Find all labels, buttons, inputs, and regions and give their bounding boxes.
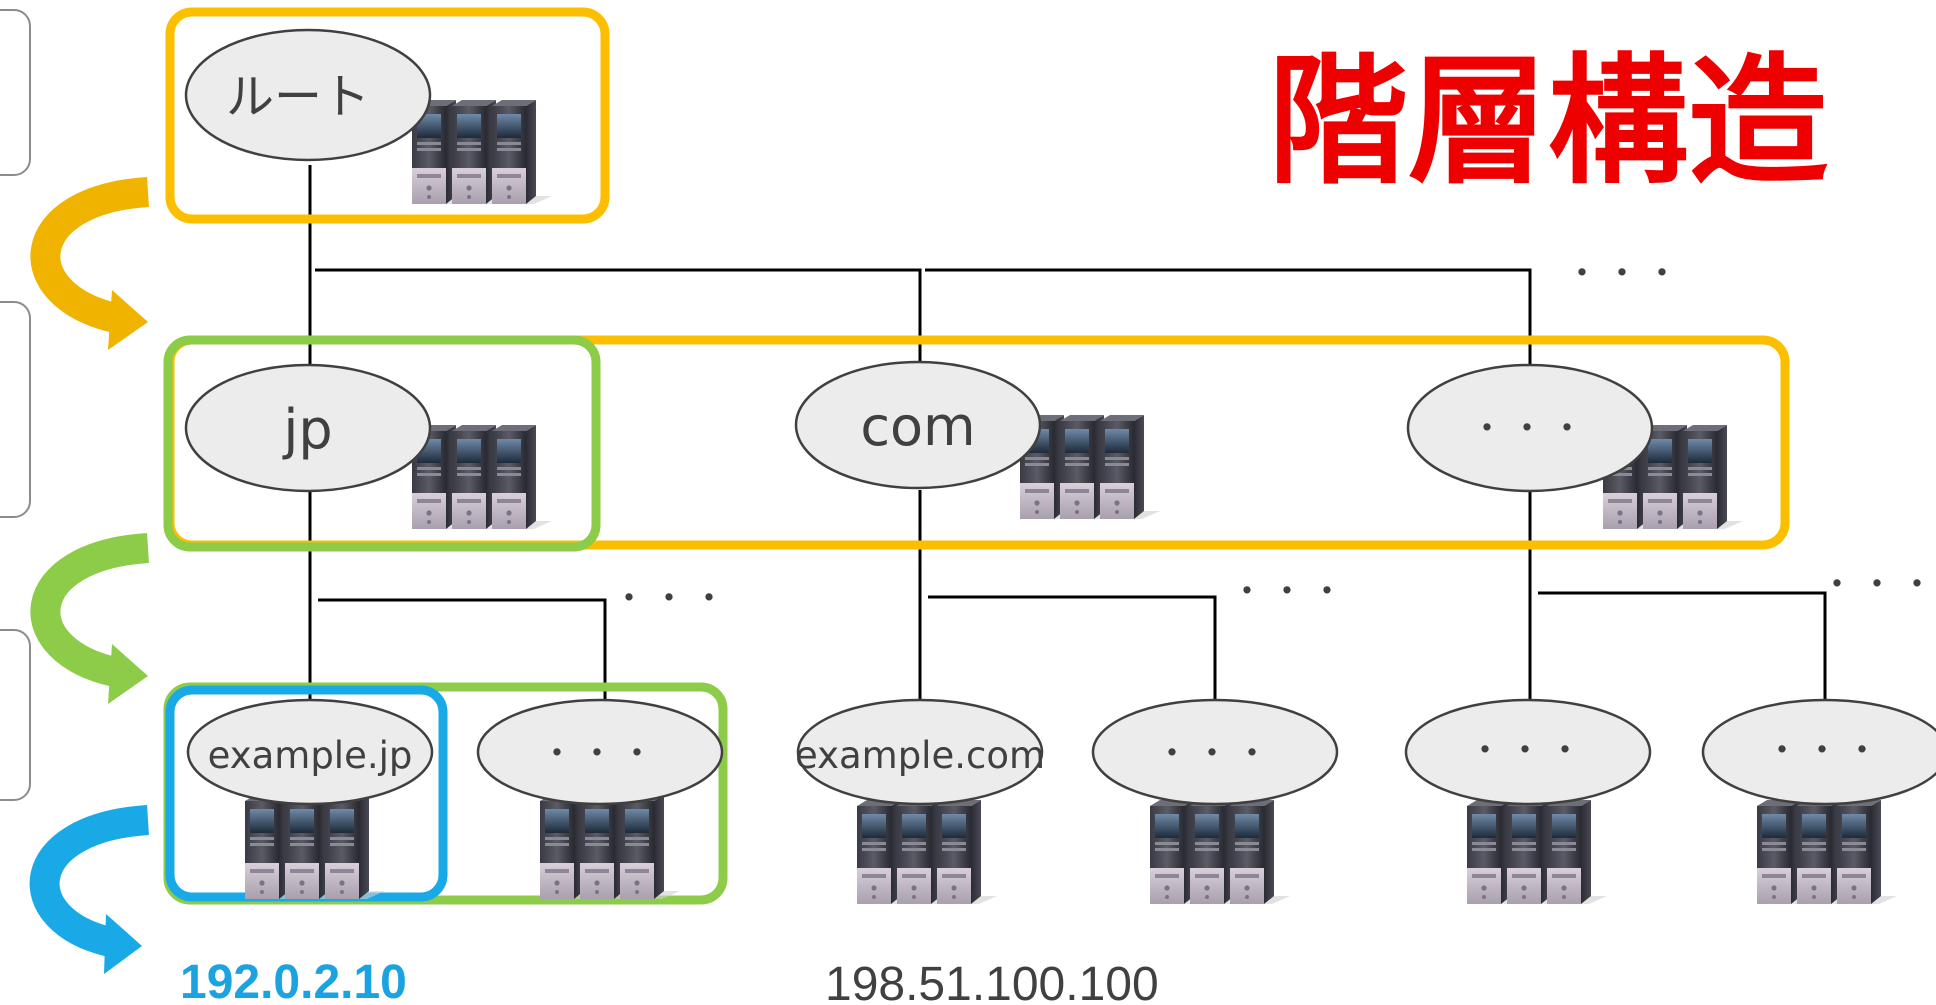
ip-example-jp: 192.0.2.10 bbox=[180, 956, 407, 1005]
connector-com-other bbox=[928, 595, 1217, 700]
node-other-a-label: ・・・ bbox=[1468, 731, 1588, 771]
connector-other-b bbox=[1538, 591, 1827, 700]
server-rack-icon bbox=[412, 100, 552, 204]
node-tld-other bbox=[1406, 363, 1654, 493]
root-zone-box bbox=[165, 7, 610, 224]
node-other-b-label: ・・・ bbox=[1765, 731, 1885, 771]
ip-example-com: 198.51.100.100 bbox=[825, 958, 1159, 1005]
jp-zone-box bbox=[163, 335, 601, 552]
node-jp-label: jp bbox=[282, 398, 332, 461]
node-other-b bbox=[1701, 698, 1936, 806]
ellipsis-tld-more: ・・・ bbox=[1565, 254, 1685, 294]
node-com-label: com bbox=[860, 395, 975, 458]
node-com-other-label: ・・・ bbox=[1155, 734, 1275, 774]
server-rack-icon bbox=[1150, 800, 1290, 904]
server-rack-icon bbox=[1020, 415, 1160, 519]
side-panel-top bbox=[0, 9, 31, 176]
node-other-a bbox=[1404, 698, 1652, 806]
server-rack-icon bbox=[857, 800, 997, 904]
node-tld-other-label: ・・・ bbox=[1470, 409, 1590, 449]
arrow-root-to-tld bbox=[30, 177, 150, 350]
diagram-title: 階層構造 bbox=[1268, 41, 1828, 204]
server-rack-icon bbox=[1467, 800, 1607, 904]
server-rack-icon bbox=[540, 795, 680, 899]
node-com-other bbox=[1091, 698, 1339, 806]
node-root bbox=[184, 28, 432, 162]
arrow-tld-to-second bbox=[30, 533, 150, 704]
server-rack-icon bbox=[1757, 800, 1897, 904]
node-example-com-label: example.com bbox=[795, 734, 1045, 777]
ellipsis-com-more: ・・・ bbox=[1230, 572, 1350, 612]
ellipsis-jp-more: ・・・ bbox=[612, 579, 732, 619]
node-jp bbox=[184, 363, 432, 493]
node-jp-other-label: ・・・ bbox=[540, 734, 660, 774]
node-com bbox=[794, 360, 1042, 490]
node-example-jp-label: example.jp bbox=[208, 734, 413, 777]
node-example-com bbox=[796, 698, 1044, 806]
server-rack-icon bbox=[412, 425, 552, 529]
ellipsis-other-more: ・・・ bbox=[1820, 565, 1936, 605]
side-panel-bottom bbox=[0, 629, 31, 801]
node-jp-other bbox=[476, 698, 724, 806]
connector-jp-other bbox=[318, 598, 607, 700]
server-rack-icon bbox=[245, 795, 385, 899]
node-example-jp bbox=[186, 698, 434, 806]
side-panel-middle bbox=[0, 301, 31, 518]
arrow-second-to-ip bbox=[29, 805, 150, 974]
node-root-label: ルート bbox=[226, 69, 370, 125]
